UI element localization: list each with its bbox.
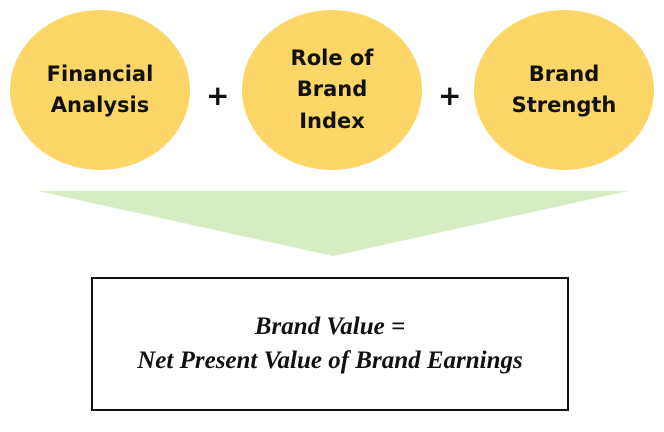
plus-operator: + — [206, 79, 230, 112]
oval-label-line: Index — [299, 108, 365, 133]
oval-label-line: Financial — [46, 61, 154, 86]
funnel-triangle — [38, 191, 628, 256]
financial-analysis-oval: Financial Analysis — [10, 10, 190, 170]
brand-value-equation: Brand Value = — [254, 313, 406, 341]
role-of-brand-index-oval: Role of Brand Index — [242, 10, 422, 170]
oval-label-line: Role of — [290, 45, 374, 70]
oval-label-line: Analysis — [50, 93, 150, 117]
plus-operator: + — [438, 79, 462, 112]
oval-label-line: Brand — [528, 61, 600, 86]
brand-strength-oval: Brand Strength — [474, 10, 654, 170]
oval-label-line: Brand — [296, 77, 368, 102]
oval-label-line: Strength — [511, 93, 617, 117]
brand-value-box: Brand Value = Net Present Value of Brand… — [91, 277, 569, 411]
net-present-value-text: Net Present Value of Brand Earnings — [137, 347, 523, 374]
